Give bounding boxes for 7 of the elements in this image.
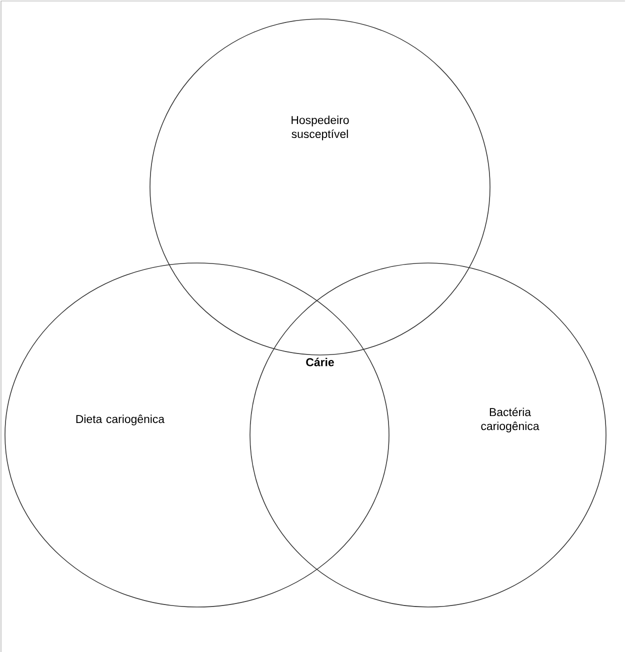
venn-circle [250, 262, 606, 608]
venn-circle [150, 18, 490, 356]
venn-circle [4, 262, 390, 608]
intersection-label: Cárie [306, 358, 334, 366]
circle-label: Dieta cariogênica [76, 414, 165, 426]
circle-label: Hospedeiro susceptível [292, 116, 349, 140]
circle-label: Bactéria cariogênica [481, 408, 540, 432]
